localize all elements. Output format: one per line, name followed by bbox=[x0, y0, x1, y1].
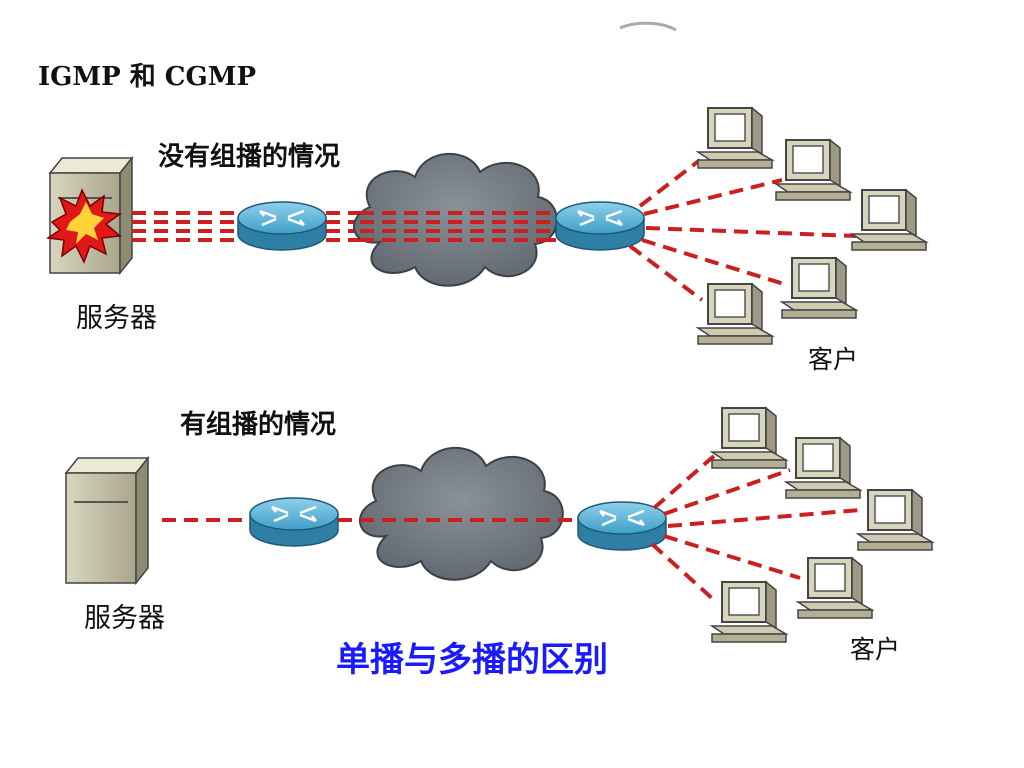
bottom-client-3-icon bbox=[857, 489, 933, 551]
bottom-clients-label: 客户 bbox=[850, 635, 901, 664]
top-client-3-icon bbox=[851, 189, 927, 251]
explosion-core-icon bbox=[66, 202, 104, 244]
bottom-client-1-icon bbox=[711, 407, 787, 469]
top-router-1-icon bbox=[236, 200, 328, 252]
top-client-1-icon bbox=[697, 107, 773, 169]
top-client-2-icon bbox=[775, 139, 851, 201]
top-client-4-icon bbox=[781, 257, 857, 319]
top-core-links-over-cloud bbox=[360, 211, 556, 242]
top-scenario-caption: 没有组播的情况 bbox=[158, 142, 341, 172]
slide-title: IGMP 和 CGMP bbox=[38, 62, 257, 92]
bottom-server-icon bbox=[64, 455, 150, 586]
bottom-router-2-icon bbox=[576, 500, 668, 552]
top-scenario bbox=[45, 107, 927, 345]
top-client-links bbox=[628, 158, 857, 302]
top-server-label: 服务器 bbox=[76, 303, 157, 334]
bottom-client-4-icon bbox=[797, 557, 873, 619]
bottom-client-links bbox=[650, 454, 861, 602]
top-client-5-icon bbox=[697, 283, 773, 345]
top-router-2-icon bbox=[554, 200, 646, 252]
footer-caption: 单播与多播的区别 bbox=[336, 640, 608, 680]
bottom-client-2-icon bbox=[785, 437, 861, 499]
bottom-client-5-icon bbox=[711, 581, 787, 643]
bottom-server-label: 服务器 bbox=[84, 603, 165, 634]
top-cloud-icon bbox=[352, 152, 558, 287]
bottom-scenario-caption: 有组播的情况 bbox=[180, 410, 337, 440]
decorative-arc bbox=[619, 21, 677, 32]
bottom-router-1-icon bbox=[248, 496, 340, 548]
bottom-cloud-icon bbox=[358, 446, 564, 581]
top-clients-label: 客户 bbox=[808, 345, 859, 374]
top-unicast-links bbox=[132, 211, 236, 242]
bottom-scenario bbox=[64, 407, 933, 643]
